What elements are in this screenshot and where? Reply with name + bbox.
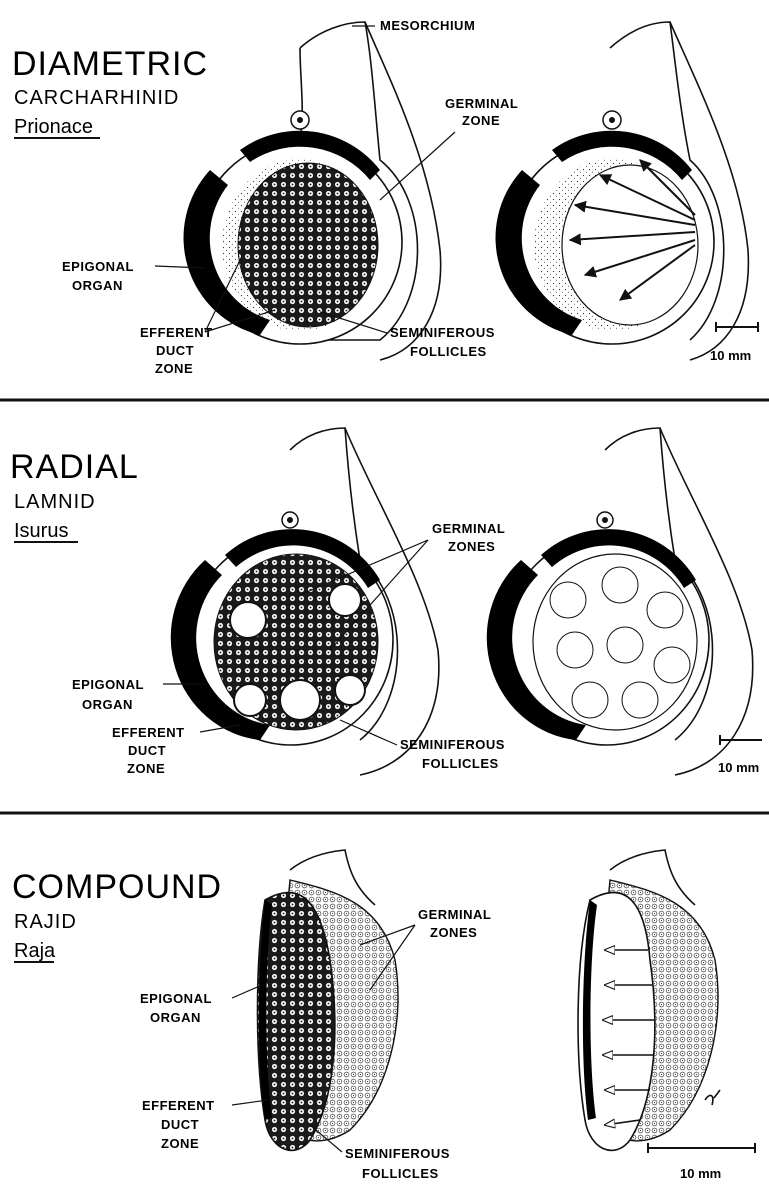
artist-signature bbox=[705, 1090, 720, 1105]
family-rajid: RAJID bbox=[14, 911, 77, 933]
scale-bar-1: 10 mm bbox=[710, 322, 758, 363]
label-germinal-2: ZONE bbox=[462, 113, 500, 128]
family-carcharhinid: CARCHARHINID bbox=[14, 87, 179, 109]
label-seminiferous-2: FOLLICLES bbox=[410, 344, 487, 359]
scale-bar-2: 10 mm bbox=[718, 735, 762, 775]
label-efferent-c-3: ZONE bbox=[161, 1136, 199, 1151]
testis-right-compound bbox=[578, 850, 720, 1150]
genus-prionace: Prionace bbox=[14, 116, 93, 138]
testis-left-radial bbox=[171, 428, 439, 775]
label-epigonal-2: ORGAN bbox=[72, 278, 123, 293]
label-germinal-c-2: ZONES bbox=[430, 925, 477, 940]
label-epigonal-c-2: ORGAN bbox=[150, 1010, 201, 1025]
label-seminiferous-c-2: FOLLICLES bbox=[362, 1166, 439, 1181]
genus-isurus: Isurus bbox=[14, 520, 68, 542]
label-epigonal-c-1: EPIGONAL bbox=[140, 991, 212, 1006]
label-epigonal-r-1: EPIGONAL bbox=[72, 677, 144, 692]
section-diametric: DIAMETRIC CARCHARHINID Prionace bbox=[12, 18, 758, 376]
label-epigonal-1: EPIGONAL bbox=[62, 259, 134, 274]
label-germinal-zones-1: GERMINAL bbox=[432, 521, 505, 536]
label-germinal-1: GERMINAL bbox=[445, 96, 518, 111]
title-diametric: DIAMETRIC bbox=[12, 45, 208, 83]
label-seminiferous-1: SEMINIFEROUS bbox=[390, 325, 495, 340]
testis-right-diametric bbox=[496, 22, 749, 360]
label-mesorchium: MESORCHIUM bbox=[380, 18, 475, 33]
label-efferent-r-3: ZONE bbox=[127, 761, 165, 776]
testis-left-diametric bbox=[184, 22, 441, 360]
label-seminiferous-c-1: SEMINIFEROUS bbox=[345, 1146, 450, 1161]
title-radial: RADIAL bbox=[10, 448, 139, 486]
label-efferent-r-2: DUCT bbox=[128, 743, 166, 758]
scale-label-3: 10 mm bbox=[680, 1166, 721, 1181]
label-seminiferous-r-1: SEMINIFEROUS bbox=[400, 737, 505, 752]
label-efferent-2: DUCT bbox=[156, 343, 194, 358]
section-radial: RADIAL LAMNID Isurus bbox=[10, 428, 762, 776]
label-efferent-r-1: EFFERENT bbox=[112, 725, 185, 740]
genus-raja: Raja bbox=[14, 940, 56, 962]
label-epigonal-r-2: ORGAN bbox=[82, 697, 133, 712]
label-seminiferous-r-2: FOLLICLES bbox=[422, 756, 499, 771]
testis-right-radial bbox=[487, 428, 753, 775]
scale-label-2: 10 mm bbox=[718, 760, 759, 775]
label-germinal-zones-2: ZONES bbox=[448, 539, 495, 554]
testis-left-compound bbox=[258, 850, 399, 1150]
label-efferent-3: ZONE bbox=[155, 361, 193, 376]
label-efferent-c-1: EFFERENT bbox=[142, 1098, 215, 1113]
title-compound: COMPOUND bbox=[12, 868, 222, 906]
family-lamnid: LAMNID bbox=[14, 491, 96, 513]
label-efferent-1: EFFERENT bbox=[140, 325, 213, 340]
label-germinal-c-1: GERMINAL bbox=[418, 907, 491, 922]
label-efferent-c-2: DUCT bbox=[161, 1117, 199, 1132]
scale-bar-3: 10 mm bbox=[648, 1143, 755, 1181]
scale-label-1: 10 mm bbox=[710, 348, 751, 363]
section-compound: COMPOUND RAJID Raja GERMINAL ZONES EP bbox=[12, 850, 755, 1181]
